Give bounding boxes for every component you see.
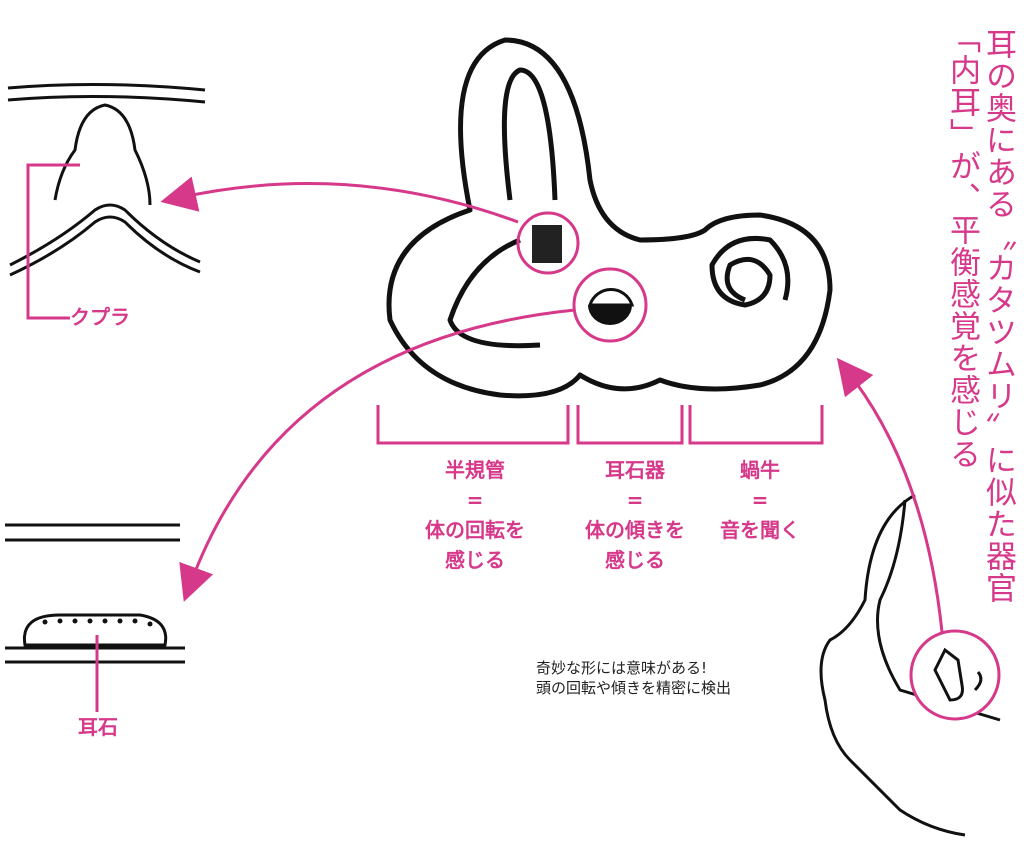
organ-name: 蝸牛 [740, 458, 780, 482]
head-ear-highlight [909, 629, 1001, 721]
caption-line: 奇妙な形には意味がある! [536, 659, 708, 677]
cupula-bracket [26, 163, 80, 320]
arrow-to-inner-ear [836, 357, 944, 633]
caption-line: 頭の回転や傾きを精密に検出 [536, 679, 732, 697]
cupula-label: クプラ [70, 305, 130, 329]
organ-name: 耳石器 [605, 458, 665, 482]
otolith-label: 耳石 [78, 715, 118, 739]
organ-otolith-organ: 耳石器 = 体の傾きを 感じる [565, 455, 705, 575]
title-line-1: 耳の奥にある〝カタツムリ〟に似た器官 [980, 28, 1016, 604]
semicircular-ampulla [532, 225, 562, 263]
organ-function: 体の回転を [425, 518, 525, 542]
organ-function: 音を聞く [720, 518, 800, 542]
equals-sign: = [751, 488, 769, 512]
organ-cochlea: 蝸牛 = 音を聞く [705, 455, 815, 545]
organ-function: 感じる [605, 548, 665, 572]
equals-sign: = [466, 488, 484, 512]
title-line-2: 「内耳」が、平衡感覚を感じる [944, 22, 980, 470]
equals-sign: = [626, 488, 644, 512]
cupula-illustration [7, 82, 206, 277]
caption: 奇妙な形には意味がある! 頭の回転や傾きを精密に検出 [536, 658, 731, 698]
otolith-highlight [572, 267, 648, 343]
otolith-organ [587, 288, 635, 307]
organ-function: 体の傾きを [585, 518, 685, 542]
arrow-to-cupula [160, 176, 519, 224]
organ-function: 感じる [445, 548, 505, 572]
organ-semicircular-canal: 半規管 = 体の回転を 感じる [405, 455, 545, 575]
organ-name: 半規管 [445, 458, 505, 482]
arrow-to-otolith [179, 308, 576, 602]
otolith-illustration [5, 523, 185, 664]
ampulla-highlight [516, 211, 580, 275]
inner-ear-drawing [386, 37, 833, 399]
head-profile [819, 493, 1001, 837]
organ-brackets [376, 405, 824, 445]
